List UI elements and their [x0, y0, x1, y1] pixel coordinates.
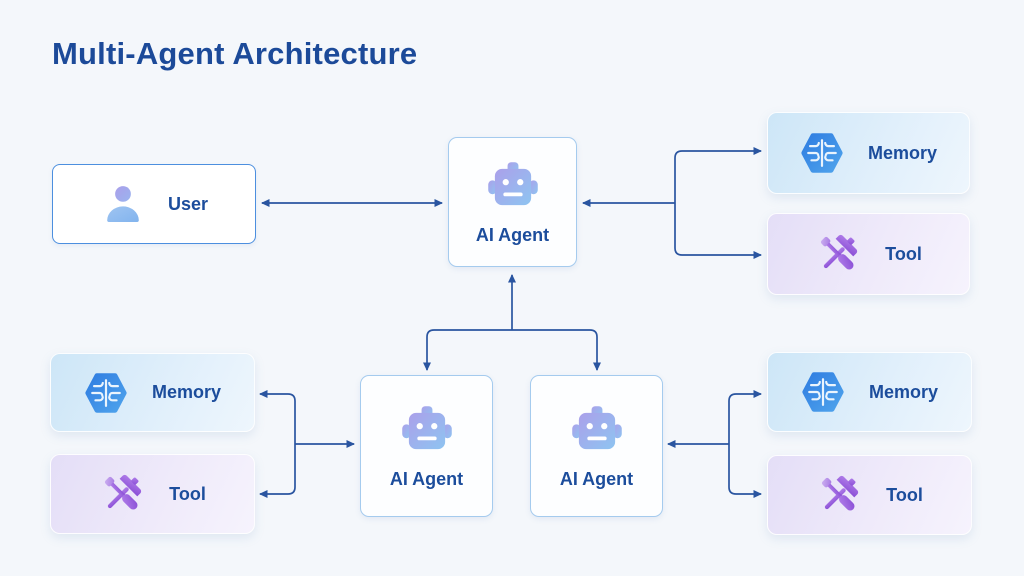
robot-icon [398, 402, 456, 460]
memory-label: Memory [151, 382, 222, 402]
memory-bottom-left-node: Memory [50, 353, 255, 432]
ai-agent-label: AI Agent [559, 469, 634, 489]
robot-icon [568, 402, 626, 460]
tool-bottom-right-node: Tool [767, 455, 972, 535]
ai-agent-label: AI Agent [389, 469, 464, 489]
page-title: Multi-Agent Architecture [52, 36, 418, 71]
memory-label: Memory [868, 381, 939, 402]
tool-bottom-left-node: Tool [50, 454, 255, 534]
brain-icon [84, 371, 128, 415]
tool-label: Tool [886, 484, 923, 505]
memory-bottom-right-node: Memory [767, 352, 972, 432]
robot-icon [484, 158, 542, 216]
tools-icon [816, 472, 862, 518]
memory-label: Memory [867, 142, 938, 163]
memory-top-right-node: Memory [767, 112, 970, 194]
tool-label: Tool [885, 243, 922, 264]
ai-agent-label: AI Agent [475, 225, 550, 245]
tool-label: Tool [169, 483, 206, 504]
tools-icon [815, 231, 861, 277]
ai-agent-right-node: AI Agent [530, 375, 663, 517]
user-icon [100, 181, 146, 227]
tools-icon [99, 471, 145, 517]
brain-icon [801, 370, 845, 414]
brain-icon [800, 131, 844, 175]
ai-agent-top-node: AI Agent [448, 137, 577, 267]
tool-top-right-node: Tool [767, 213, 970, 295]
user-node: User [52, 164, 256, 244]
user-label: User [167, 193, 209, 214]
ai-agent-left-node: AI Agent [360, 375, 493, 517]
